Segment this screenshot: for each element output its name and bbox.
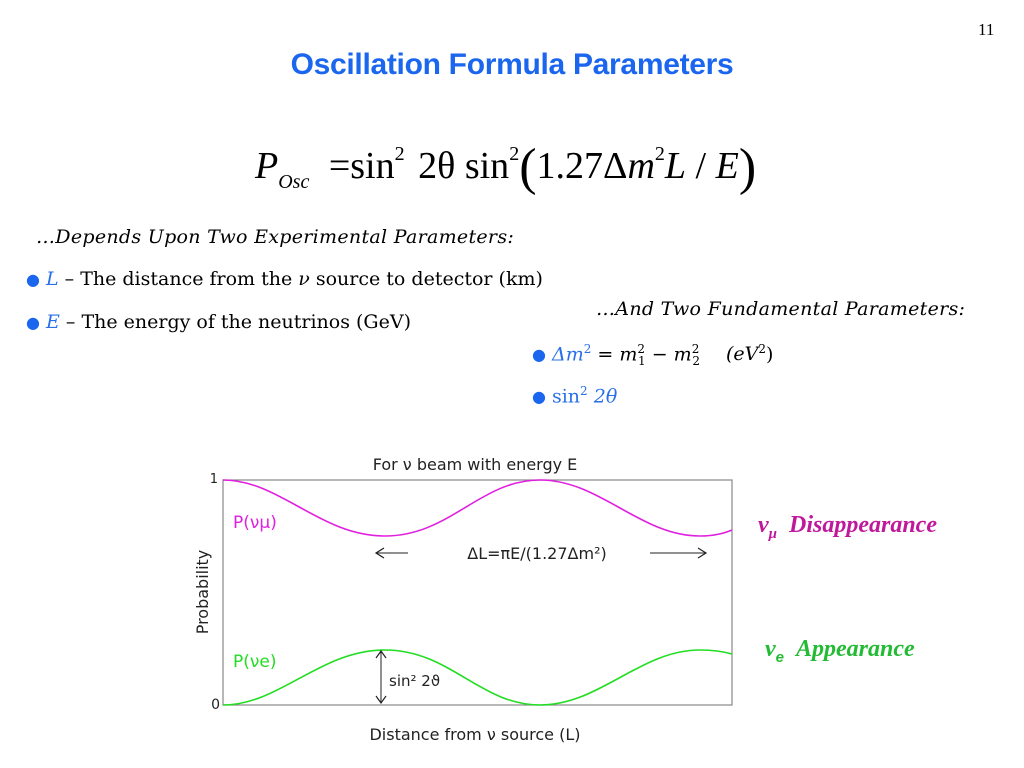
oscillation-formula: POsc =sin2 2θ sin2(1.27Δm2L / E) xyxy=(255,138,756,197)
slide-title: Oscillation Formula Parameters xyxy=(290,48,734,81)
muon-curve-label: P(νμ) xyxy=(233,513,277,533)
oscillation-chart: For ν beam with energy E 1 0 Probability… xyxy=(193,455,733,744)
formula-equals: = xyxy=(328,145,351,187)
dash: – xyxy=(59,311,82,333)
sin-arg: 2θ xyxy=(587,385,618,408)
e-subscript: e xyxy=(775,648,784,666)
bullet-icon: ● xyxy=(532,345,546,365)
m2-sup: 2 xyxy=(691,342,700,356)
dash: – xyxy=(58,268,81,290)
fundamental-item-sin2theta: ●sin2 2θ xyxy=(532,384,617,407)
plot-frame xyxy=(222,479,733,706)
formula-m: m xyxy=(627,145,655,187)
experimental-heading: …Depends Upon Two Experimental Parameter… xyxy=(36,226,515,248)
arrow-right-icon xyxy=(697,547,708,559)
electron-curve xyxy=(222,649,733,706)
m1-sup: 2 xyxy=(637,342,646,356)
m2-sub: 2 xyxy=(692,354,700,369)
muon-disappearance-label: νμ Disappearance xyxy=(758,512,937,543)
equals: = xyxy=(591,343,620,366)
electron-appearance-label: νe Appearance xyxy=(765,636,915,666)
fundamental-item-dm2: ●Δm2 = m21 − m22(eV2) xyxy=(532,342,773,368)
formula-two-theta: 2θ xyxy=(418,145,456,187)
nu-symbol: ν xyxy=(298,268,310,290)
experimental-item-l: ● L – The distance from the ν source to d… xyxy=(26,268,543,290)
minus: − xyxy=(645,343,674,366)
electron-curve-label: P(νe) xyxy=(233,652,276,672)
unit-close: ) xyxy=(766,343,774,366)
m2: m xyxy=(673,343,692,366)
formula-sq1: 2 xyxy=(394,143,405,165)
fundamental-heading: …And Two Fundamental Parameters: xyxy=(596,298,966,320)
formula-p-sub: Osc xyxy=(278,171,310,193)
unit-sup: 2 xyxy=(758,342,767,356)
chart-title: For ν beam with energy E xyxy=(373,455,578,474)
symbol-l: L xyxy=(45,268,59,290)
sin: sin xyxy=(551,385,581,408)
item-text: The energy of the neutrinos (GeV) xyxy=(81,311,411,333)
symbol-e: E xyxy=(45,311,60,333)
formula-sq2: 2 xyxy=(509,143,520,165)
muon-curve xyxy=(222,479,733,537)
delta-m: Δm xyxy=(551,343,584,366)
item-text: source to detector (km) xyxy=(309,268,543,290)
arrow-left-icon xyxy=(374,547,385,559)
formula-p: P xyxy=(255,145,279,187)
formula-sin2: sin xyxy=(464,145,510,187)
ytick-0: 0 xyxy=(211,697,220,713)
formula-l: L xyxy=(664,145,687,187)
nu-symbol: ν xyxy=(765,636,776,662)
ytick-1: 1 xyxy=(210,472,218,487)
bullet-icon: ● xyxy=(532,387,546,407)
bullet-icon: ● xyxy=(26,313,40,332)
mu-subscript: μ xyxy=(768,525,777,542)
appearance-text: Appearance xyxy=(796,636,915,662)
sin-sup: 2 xyxy=(580,384,588,398)
amplitude-annotation: sin² 2ϑ xyxy=(389,672,440,690)
nu-symbol: ν xyxy=(758,512,769,538)
formula-coeff: 1.27Δ xyxy=(536,145,628,187)
delta-m-sup: 2 xyxy=(583,342,592,356)
formula-sin1: sin xyxy=(350,145,395,187)
m1: m xyxy=(619,343,638,366)
y-axis-label: Probability xyxy=(193,550,212,635)
unit: (eV xyxy=(725,343,759,366)
disappearance-text: Disappearance xyxy=(789,512,937,538)
formula-slash: / xyxy=(686,145,716,187)
x-axis-label: Distance from ν source (L) xyxy=(369,725,580,744)
formula-open-paren: ( xyxy=(519,139,537,196)
formula-e: E xyxy=(715,145,739,187)
arrow-up-icon xyxy=(375,649,387,659)
arrow-down-icon xyxy=(375,695,387,705)
item-text: The distance from the xyxy=(80,268,299,290)
period-annotation: ΔL=πE/(1.27Δm²) xyxy=(467,544,606,563)
experimental-item-e: ● E – The energy of the neutrinos (GeV) xyxy=(26,311,411,333)
formula-close-paren: ) xyxy=(738,139,757,196)
bullet-icon: ● xyxy=(26,270,40,289)
m1-sub: 1 xyxy=(638,354,646,369)
page-number: 11 xyxy=(978,20,995,39)
formula-sq3: 2 xyxy=(654,143,665,165)
